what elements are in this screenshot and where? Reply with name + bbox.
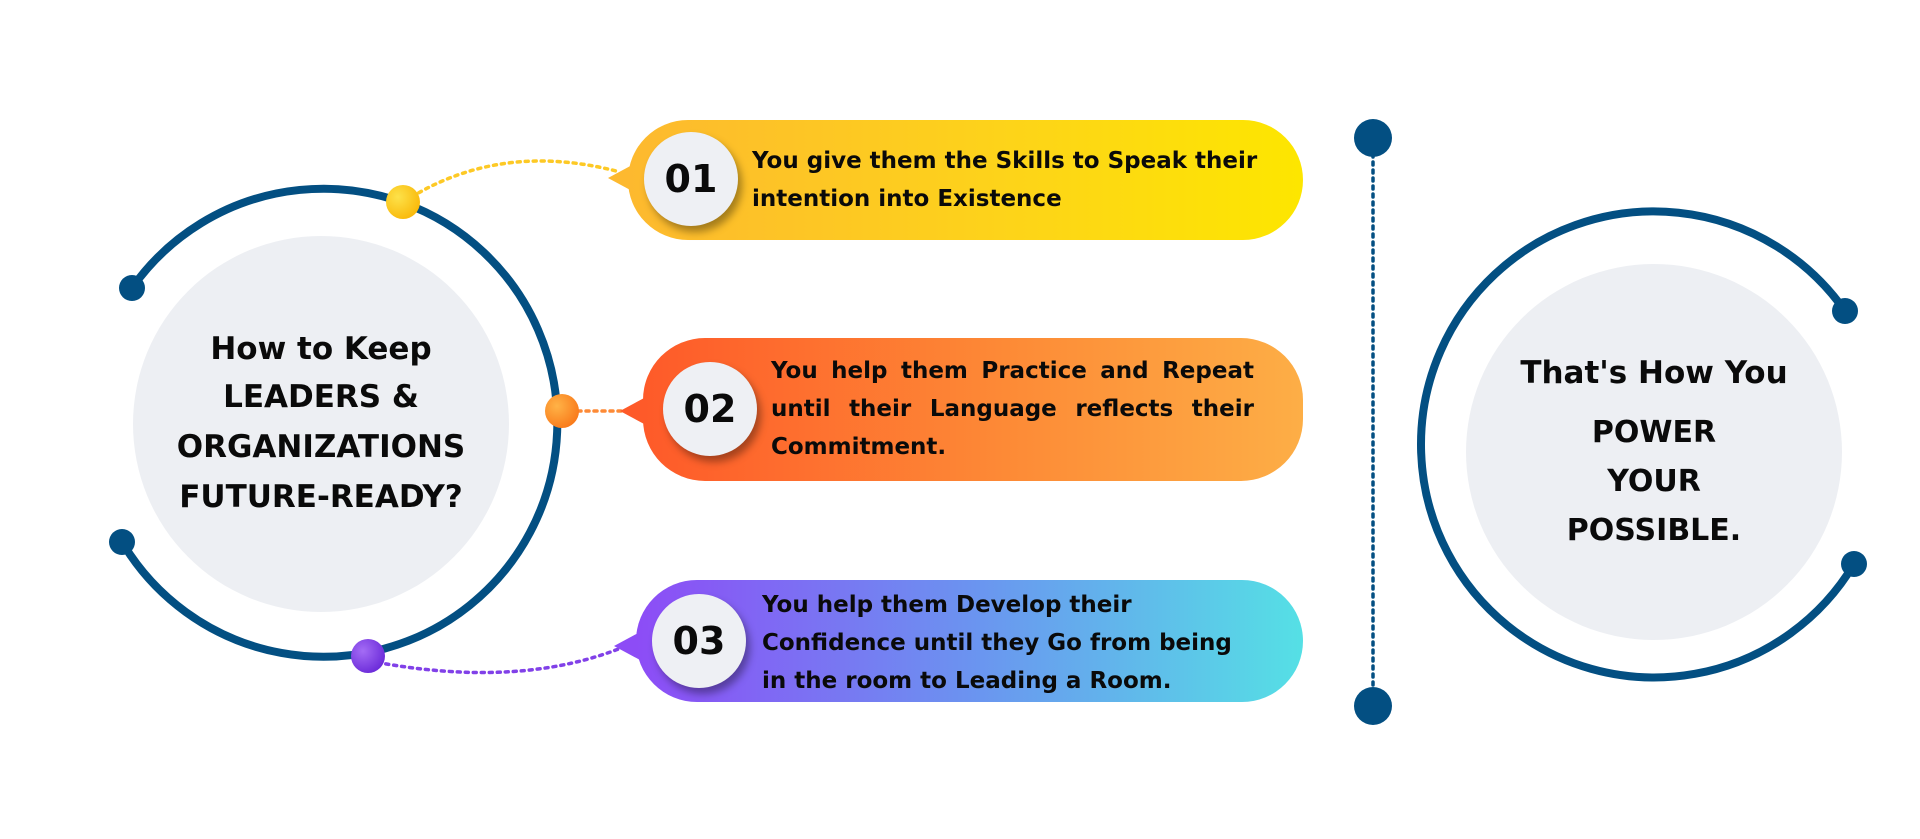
step-text-2: You help them Practice and Repeat until … bbox=[771, 358, 1254, 460]
step-number-2: 02 bbox=[663, 362, 757, 456]
right-hub-line-1: That's How You bbox=[1520, 354, 1788, 391]
left-ring-arc bbox=[118, 184, 562, 661]
step-text-3: You help them Develop their Confidence u… bbox=[762, 592, 1232, 694]
right-ring-arc bbox=[1417, 207, 1858, 682]
connector-node-3 bbox=[351, 639, 385, 673]
left-ring-end-dot-top bbox=[119, 275, 145, 301]
divider-end-dot-top bbox=[1354, 119, 1392, 157]
connector-node-2 bbox=[545, 394, 579, 428]
right-ring-end-dot-bottom bbox=[1841, 551, 1867, 577]
step-text-1: You give them the Skills to Speak their … bbox=[752, 148, 1258, 212]
step-pill-1: 01 You give them the Skills to Speak the… bbox=[628, 120, 1303, 240]
right-ring-end-dot-top bbox=[1832, 298, 1858, 324]
left-hub-line-4: FUTURE-READY? bbox=[179, 479, 463, 515]
right-hub-disc: That's How You POWER YOUR POSSIBLE. bbox=[1466, 264, 1842, 640]
connector-node-1 bbox=[386, 185, 420, 219]
right-hub-line-2: POWER bbox=[1591, 414, 1717, 450]
left-hub-line-3: ORGANIZATIONS bbox=[176, 429, 466, 465]
divider-end-dot-bottom bbox=[1354, 687, 1392, 725]
step-number-3: 03 bbox=[652, 594, 746, 688]
pill-pointer-2 bbox=[620, 397, 646, 425]
step-pill-3: 03 You help them Develop their Confidenc… bbox=[636, 580, 1303, 702]
left-hub-line-2: LEADERS & bbox=[223, 379, 419, 415]
step-pill-2: 02 You help them Practice and Repeat unt… bbox=[643, 338, 1303, 481]
right-hub-line-3: YOUR bbox=[1607, 463, 1701, 499]
right-hub-line-4: POSSIBLE. bbox=[1566, 512, 1742, 548]
left-hub-disc: How to Keep LEADERS & ORGANIZATIONS FUTU… bbox=[133, 236, 509, 612]
pill-pointer-3 bbox=[614, 632, 640, 660]
connector-line-1 bbox=[403, 159, 622, 203]
left-hub-line-1: How to Keep bbox=[210, 331, 432, 367]
pill-pointer-1 bbox=[608, 164, 634, 192]
left-ring-end-dot-bottom bbox=[109, 529, 135, 555]
connector-line-3 bbox=[368, 644, 628, 675]
step-number-1: 01 bbox=[644, 132, 738, 226]
